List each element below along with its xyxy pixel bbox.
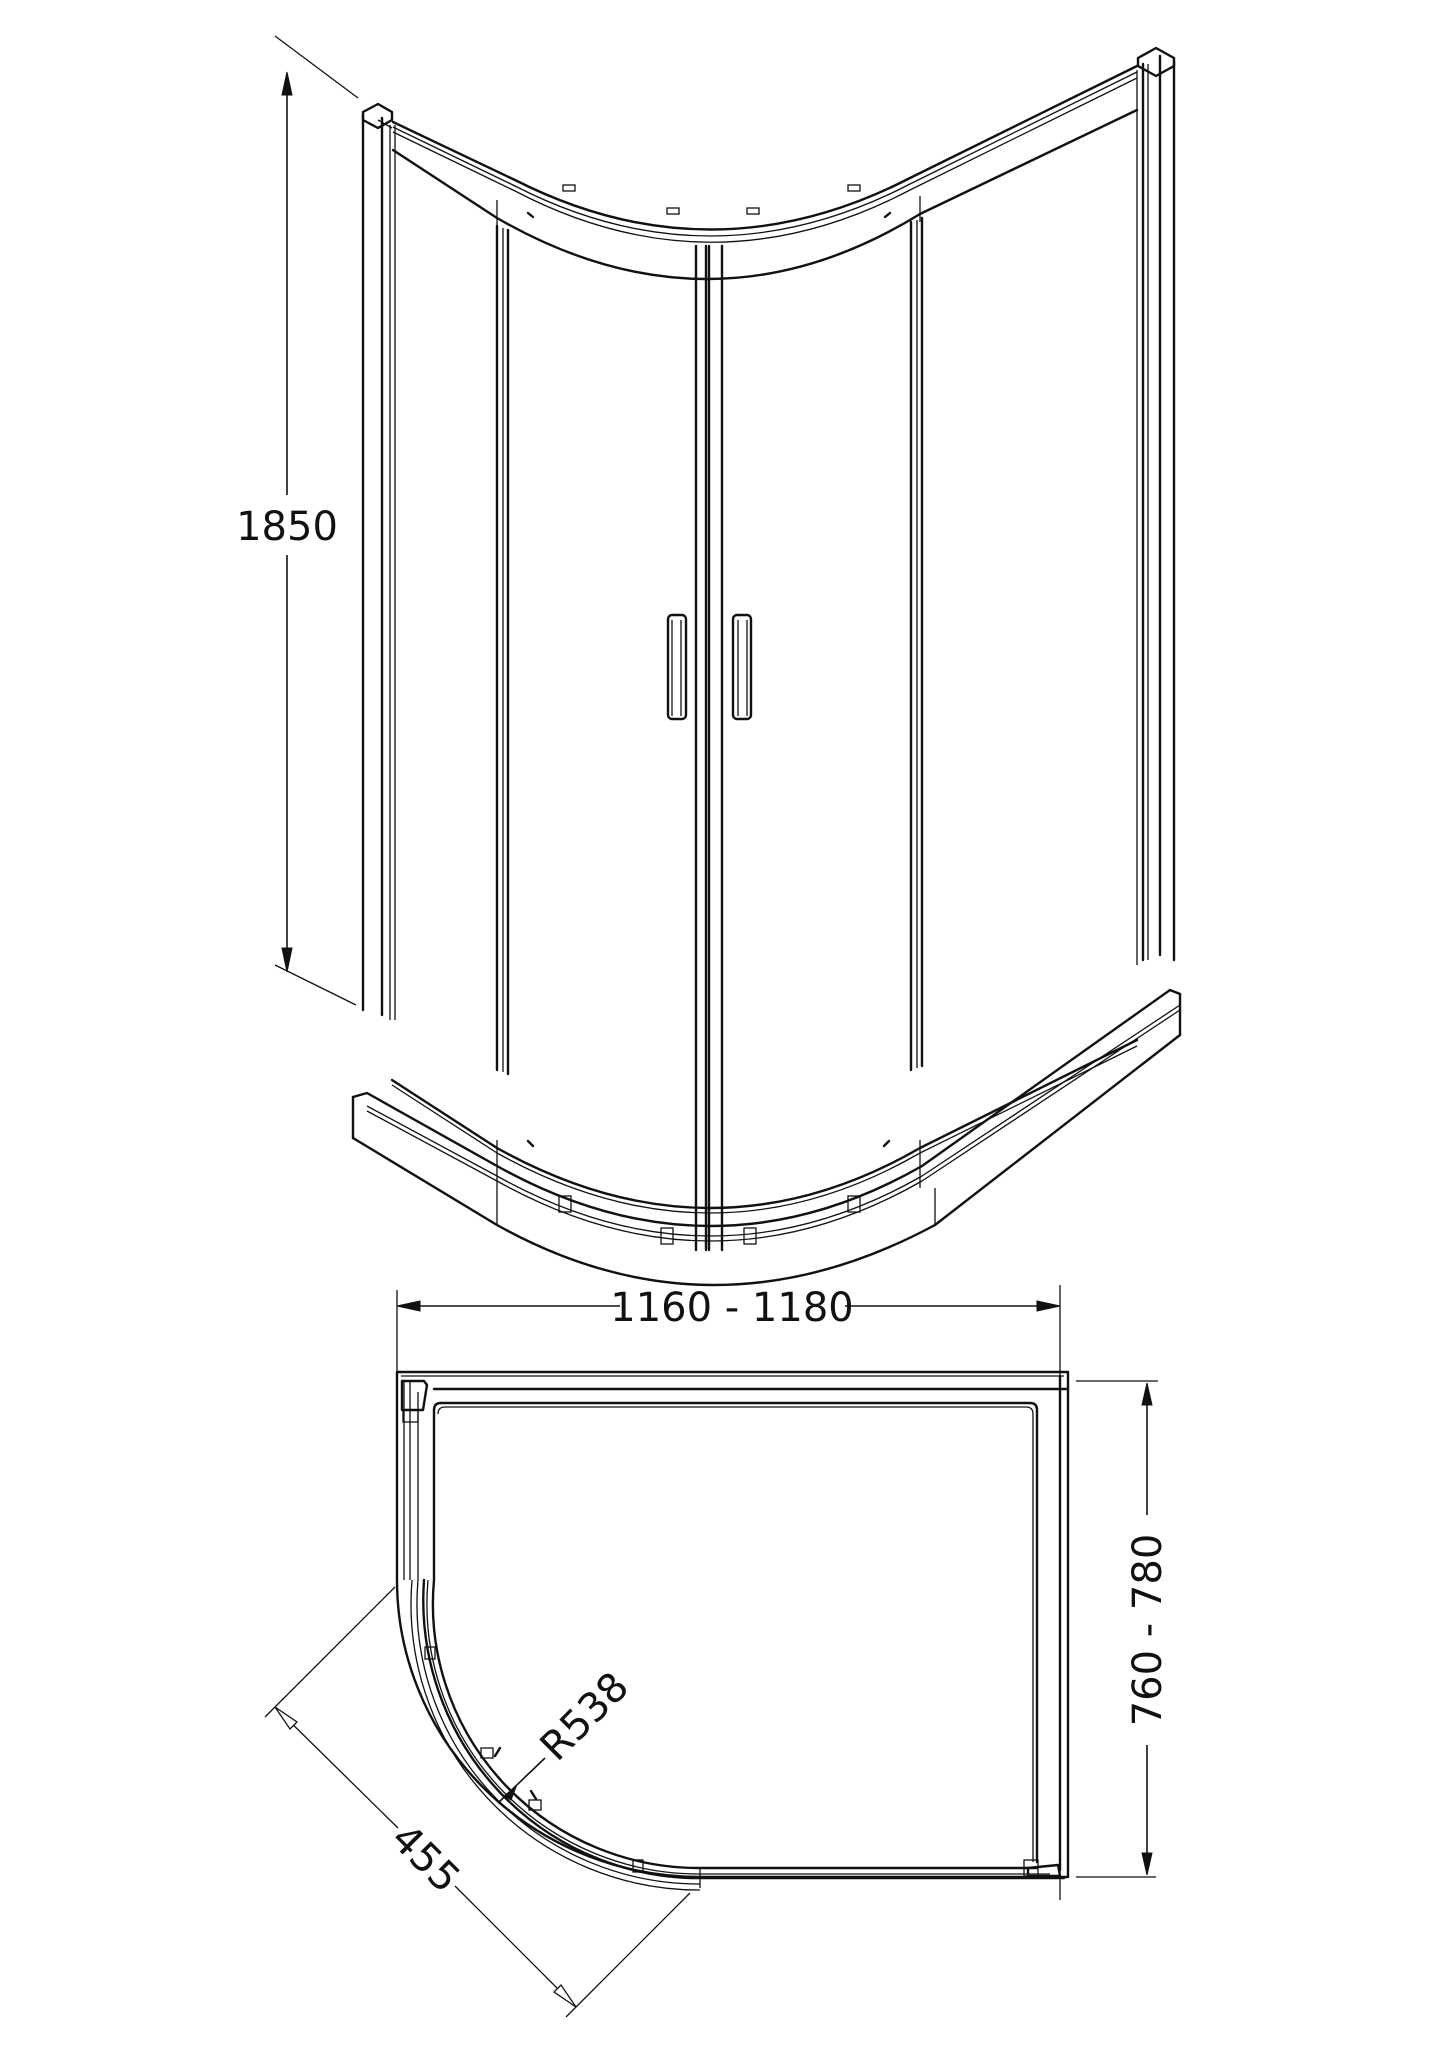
height-dimension: 1850 bbox=[236, 35, 359, 1006]
height-label: 1850 bbox=[236, 504, 338, 550]
top-rail bbox=[391, 64, 1139, 281]
bottom-rail-and-tray bbox=[351, 988, 1182, 1287]
plan-view: 1160 - 1180 760 - 780 bbox=[264, 1285, 1171, 2018]
left-post bbox=[361, 102, 396, 1020]
radius-dimension: R538 bbox=[497, 1664, 638, 1804]
depth-dimension: 760 - 780 bbox=[1076, 1380, 1171, 1878]
right-post bbox=[1136, 46, 1176, 965]
tray-outline bbox=[395, 1370, 1070, 1891]
elevation-view: 1850 bbox=[236, 35, 1182, 1287]
depth-label: 760 - 780 bbox=[1125, 1534, 1171, 1727]
door-frame-lines bbox=[495, 216, 924, 1252]
width-label: 1160 - 1180 bbox=[610, 1285, 853, 1331]
diagonal-dimension: 455 bbox=[264, 1586, 691, 2018]
door-handles bbox=[666, 613, 753, 721]
width-dimension: 1160 - 1180 bbox=[396, 1285, 1061, 1900]
diagonal-label: 455 bbox=[382, 1815, 469, 1902]
radius-label: R538 bbox=[532, 1664, 638, 1770]
